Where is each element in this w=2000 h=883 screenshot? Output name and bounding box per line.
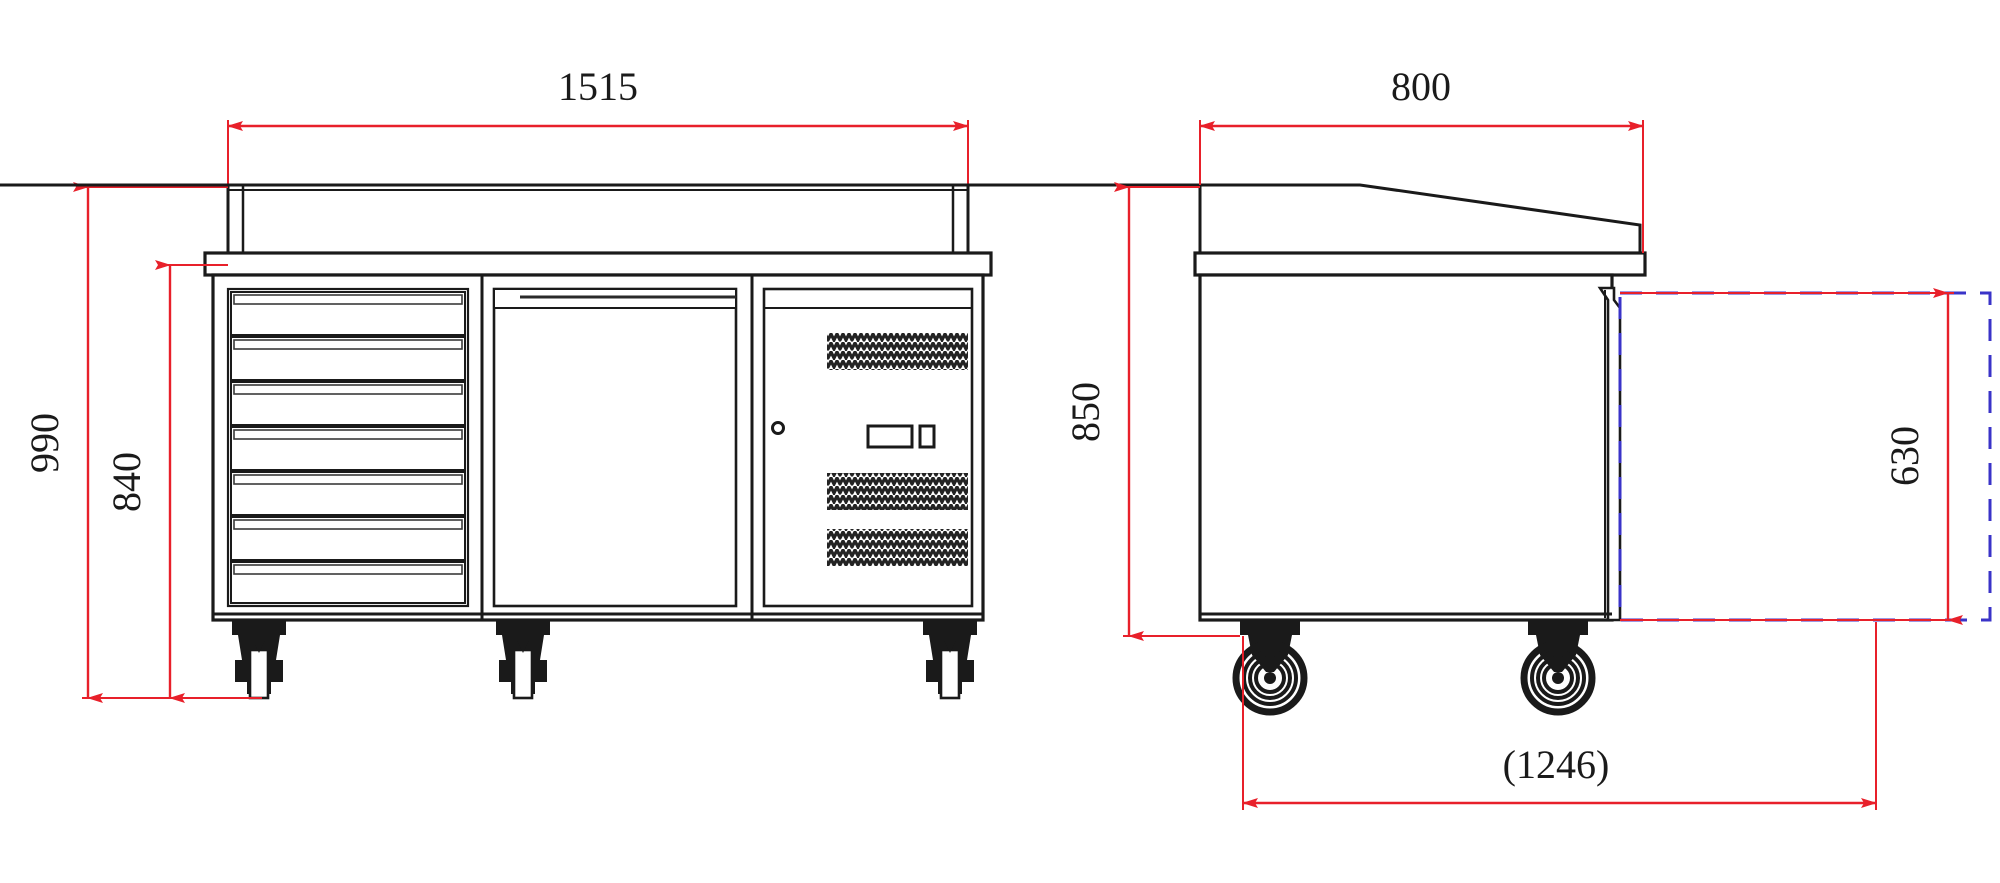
side-elevation-view [0,183,1992,716]
caster-wheel-outer [1520,640,1596,716]
vent-grille-top [827,333,968,370]
rocker-switch[interactable] [918,424,936,449]
dim-side-open-depth: (1246) [1242,622,1877,810]
caster-wheel-ring-2 [1536,656,1580,700]
dim-side-height: 850 [1063,182,1240,641]
caster-leg [939,648,961,700]
caster-wheel-ring-1 [1530,650,1586,706]
dim-front-height: 990 [22,182,262,703]
side-dimensions: 800 850 630 (1246) [1063,64,1963,810]
door-compartment[interactable] [492,287,738,608]
drawer-handle[interactable] [233,519,463,530]
caster-mount-plate [1240,619,1300,635]
side-worktop-slab [1193,251,1647,277]
display-panel[interactable] [866,424,914,449]
side-door-leaf[interactable] [1597,286,1622,622]
front-caster-left [232,619,286,700]
caster-mount-plate [923,619,977,635]
drawer-handle[interactable] [233,384,463,395]
front-caster-middle [496,619,550,700]
dim-front-worktop-height: 840 [104,260,262,703]
caster-mount-plate [496,619,550,635]
drawer-bank [226,287,470,608]
drawer-6[interactable] [230,516,466,561]
dim-label-side-swing-height: 630 [1882,426,1927,486]
caster-wheel-hub [1552,672,1564,684]
side-caster-left [1232,619,1308,716]
door-leaf-profile[interactable] [1597,286,1622,622]
cabinet-door[interactable] [492,287,738,608]
drawer-handle[interactable] [233,429,463,440]
front-splashback [226,183,970,255]
dim-label-front-worktop-height: 840 [104,452,149,512]
front-elevation-view [203,183,993,700]
vent-grille-middle [827,473,968,510]
machine-compartment [762,287,974,608]
drawer-handle[interactable] [233,294,463,305]
drawer-5[interactable] [230,471,466,516]
side-cabinet-body [1198,273,1614,622]
splashback-panel [226,183,970,255]
drawer-handle[interactable] [233,474,463,485]
caster-wheel-ring-2 [1248,656,1292,700]
vent-grille-bottom [827,529,968,566]
caster-leg [512,648,534,700]
drawer-1[interactable] [230,291,466,336]
drawer-handle[interactable] [233,339,463,350]
front-dimensions: 1515 990 840 [22,64,969,703]
worktop-slab [203,251,993,277]
door-lock-icon[interactable] [771,421,785,435]
drawer-4[interactable] [230,426,466,471]
caster-mount-plate [1528,619,1588,635]
caster-leg [248,648,270,700]
dim-front-width: 1515 [227,64,969,185]
dim-label-front-height: 990 [22,413,67,473]
drawer-handle[interactable] [233,564,463,575]
drawer-7[interactable] [230,561,466,604]
dim-label-side-height: 850 [1063,382,1108,442]
caster-wheel-outer [1232,640,1308,716]
drawer-bank-frame [226,287,470,608]
dim-label-side-open-depth: (1246) [1503,742,1610,787]
caster-wheel-ring-3 [1254,662,1286,694]
drawer-2[interactable] [230,336,466,381]
dim-side-swing-height: 630 [1620,288,1963,625]
front-worktop [203,251,993,277]
caster-pin [253,640,265,653]
dim-label-front-width: 1515 [558,64,638,109]
caster-wheel-ring-3 [1542,662,1574,694]
dim-side-depth: 800 [1199,64,1644,253]
dim-label-side-depth: 800 [1391,64,1451,109]
caster-pin [517,640,529,653]
side-caster-right [1520,619,1596,716]
caster-pin [944,640,956,653]
front-caster-right [923,619,977,700]
caster-mount-plate [232,619,286,635]
drawer-3[interactable] [230,381,466,426]
caster-wheel-hub [1264,672,1276,684]
